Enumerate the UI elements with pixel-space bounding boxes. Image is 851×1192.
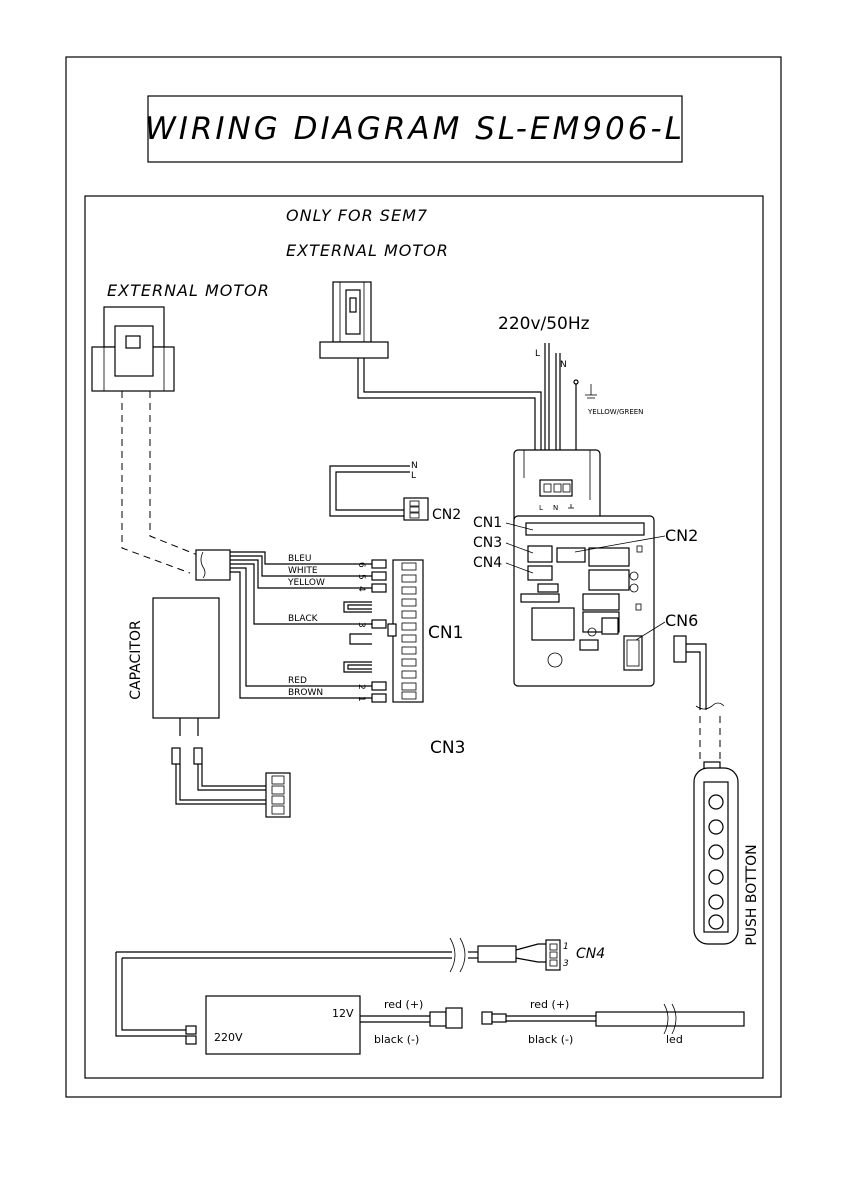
svg-text:2: 2: [356, 684, 366, 690]
wire-label-brown: BROWN: [288, 688, 323, 698]
yellow-green-label: YELLOW/GREEN: [587, 408, 643, 416]
capacitor: [153, 598, 219, 718]
svg-text:N: N: [553, 504, 558, 512]
board-cn2-header: [557, 548, 585, 562]
cn1-pin-sleeves: [372, 560, 386, 702]
board-cn2-label: CN2: [665, 526, 698, 545]
transformer-12v-label: 12V: [332, 1007, 354, 1020]
cn2-connector-label: CN2: [432, 507, 461, 523]
cn6-cable: [686, 644, 706, 710]
capacitor-wire-1: [176, 764, 268, 804]
board-cn6-label: CN6: [665, 611, 698, 630]
control-board: L N: [514, 450, 654, 686]
wire-label-black: BLACK: [288, 614, 319, 624]
led-plug: [482, 1012, 492, 1024]
board-cn3-header: [528, 546, 552, 562]
wire-label-red: RED: [288, 676, 307, 686]
svg-text:5: 5: [356, 574, 366, 580]
supply-l-label: L: [535, 349, 540, 359]
cn1-terminal-block: [388, 560, 423, 702]
supply-label: 220v/50Hz: [498, 314, 590, 334]
cn4-connector: [546, 940, 560, 970]
mains-to-transformer-1: [122, 958, 186, 1030]
wire-harness: [196, 550, 230, 580]
cn3-connector: [266, 773, 290, 817]
svg-text:L: L: [539, 504, 543, 512]
output-plug: [430, 1012, 446, 1026]
board-cn4-header: [528, 566, 552, 580]
led-strip: [596, 1012, 744, 1026]
cn4-cable-sleeve: [478, 946, 516, 962]
wire-label-white: WHITE: [288, 566, 318, 576]
diagram-title: WIRING DIAGRAM SL-EM906-L: [145, 111, 685, 147]
only-for-label: ONLY FOR SEM7: [286, 206, 428, 225]
svg-text:3: 3: [563, 959, 569, 969]
supply-n-label: N: [560, 360, 567, 370]
svg-text:6: 6: [356, 562, 366, 568]
svg-text:1: 1: [563, 942, 569, 952]
external-motor-top-label: EXTERNAL MOTOR: [286, 241, 449, 260]
led-label: led: [666, 1033, 683, 1046]
transformer-220v-label: 220V: [214, 1031, 243, 1044]
cn2-loop-wire: [330, 466, 410, 516]
ground-symbol-icon: [585, 384, 597, 398]
top-motor-cable: [358, 358, 535, 478]
board-cn4-label: CN4: [473, 555, 502, 571]
board-cn3-label: CN3: [473, 535, 502, 551]
left-motor-cable: [122, 391, 190, 573]
cn4-bottom-label: CN4: [576, 946, 605, 962]
cn1-connector-label: CN1: [428, 623, 463, 643]
led-transformer: [206, 996, 360, 1054]
capacitor-label: CAPACITOR: [128, 620, 144, 700]
board-cn1-label: CN1: [473, 515, 502, 531]
wire-label-bleu: BLEU: [288, 554, 311, 564]
board-cn1-header: [526, 523, 644, 535]
wire-label-yellow: YELLOW: [287, 578, 325, 588]
svg-text:4: 4: [356, 586, 366, 592]
svg-text:3: 3: [356, 622, 366, 628]
black-minus-label-2: black (-): [528, 1033, 573, 1046]
external-motor-left-label: EXTERNAL MOTOR: [107, 281, 270, 300]
red-plus-label-1: red (+): [384, 998, 423, 1011]
cn3-label: CN3: [430, 738, 465, 758]
red-plus-label-2: red (+): [530, 998, 569, 1011]
black-minus-label-1: black (-): [374, 1033, 419, 1046]
left-motor-connector: [92, 307, 174, 391]
svg-text:L: L: [411, 471, 416, 481]
svg-text:N: N: [411, 461, 418, 471]
mains-terminal: [540, 480, 572, 496]
push-button-label: PUSH BOTTON: [744, 844, 760, 945]
top-motor-connector: [320, 282, 388, 358]
svg-text:1: 1: [356, 696, 366, 702]
